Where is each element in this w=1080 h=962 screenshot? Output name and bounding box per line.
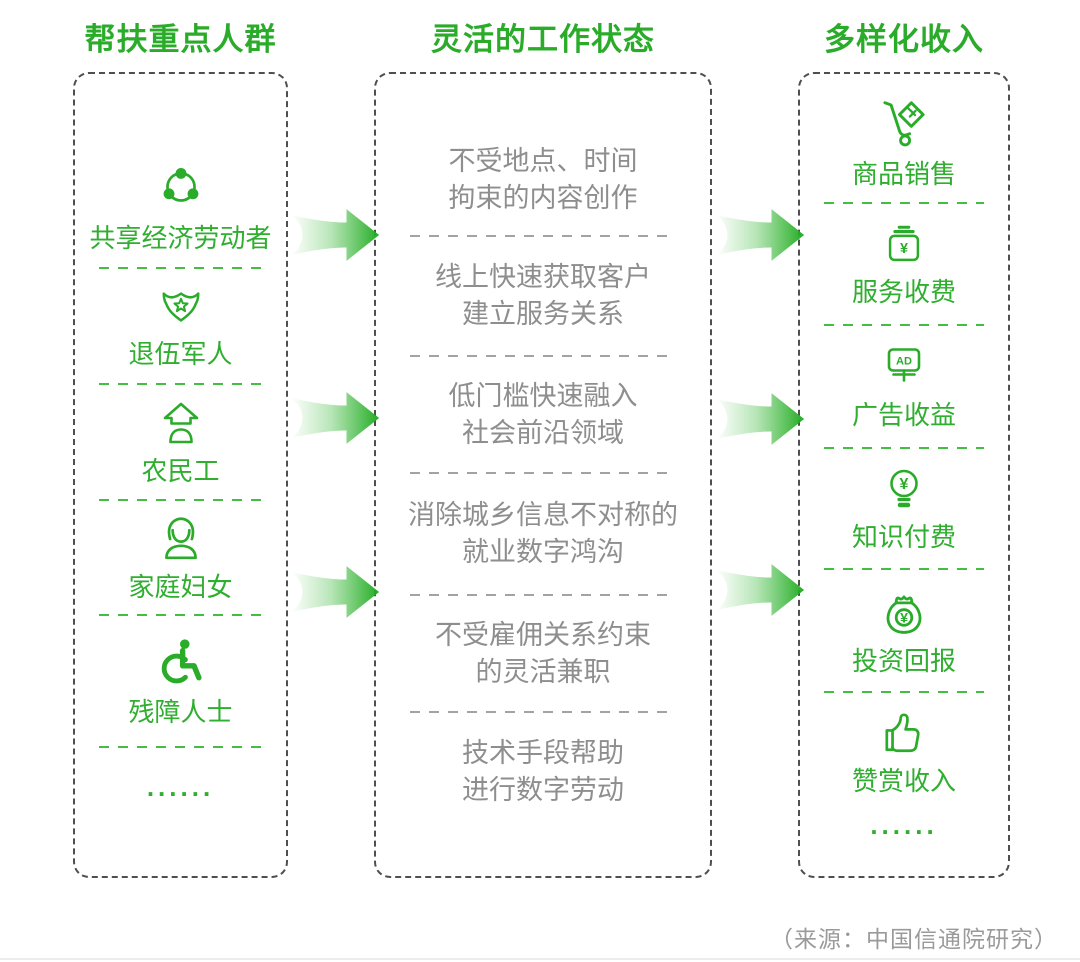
bulb-yen-icon: ¥ [890,469,918,508]
work-state-line: 消除城乡信息不对称的 [408,500,678,530]
income-item-label: 投资回报 [851,646,956,676]
separator [824,202,984,204]
flow-arrow-icon [290,392,380,444]
left-column-title: 帮扶重点人群 [84,22,277,57]
work-state-line: 低门槛快速融入 [448,380,638,411]
income-item-ads: AD 广告收益 [800,326,1008,447]
income-item-label: 商品销售 [851,158,956,189]
separator [99,499,262,501]
separator [410,472,676,474]
work-state-line: 就业数字鸿沟 [462,537,624,567]
yen-glyph: ¥ [900,609,908,625]
work-state-item: 不受雇佣关系约束 的灵活兼职 [376,596,710,711]
group-item-migrant-worker: 农民工 [75,385,286,499]
right-column-box: 商品销售 ¥ 服务收费 AD 广告收益 [798,72,1010,878]
group-item-label: 家庭妇女 [128,572,233,602]
separator [410,711,676,713]
income-item-service: ¥ 服务收费 [800,204,1008,324]
separator [824,568,984,570]
separator [99,267,262,269]
income-item-investment: ¥ 投资回报 [800,570,1008,691]
source-note: （来源：中国信通院研究） [770,926,1058,952]
flow-arrow-icon [715,564,805,616]
migrant-worker-icon [163,402,198,443]
right-column-title: 多样化收入 [824,22,984,57]
work-state-line: 的灵活兼职 [475,656,611,687]
middle-column-title: 灵活的工作状态 [431,22,655,57]
money-bag-icon: ¥ [886,595,922,634]
work-state-line: 社会前沿领域 [462,417,624,448]
cash-box-icon: ¥ [888,225,920,261]
group-item-housewife: 家庭妇女 [75,501,286,614]
yen-glyph: ¥ [900,241,908,257]
middle-column-box: 不受地点、时间 拘束的内容创作 线上快速获取客户 建立服务关系 低门槛快速融入 … [374,72,712,878]
income-item-label: 服务收费 [851,276,956,307]
ellipsis-dots: ...... [146,772,215,802]
separator [410,594,676,596]
yen-glyph: ¥ [900,476,909,493]
work-state-item: 技术手段帮助 进行数字劳动 [376,713,710,876]
wheelchair-icon [161,638,202,683]
sharing-economy-icon [163,167,198,202]
housewife-icon [164,517,197,560]
income-item-goods: 商品销售 [800,74,1008,202]
income-item-label: 广告收益 [851,400,956,430]
left-column-box: 共享经济劳动者 退伍军人 农民工 家庭妇女 [73,72,288,878]
group-item-label: 共享经济劳动者 [89,223,272,253]
work-state-line: 不受雇佣关系约束 [435,619,651,650]
separator [410,235,676,237]
work-state-line: 拘束的内容创作 [448,183,638,213]
separator [99,383,262,385]
flow-arrow-icon [290,209,380,261]
ad-glyph: AD [896,356,912,368]
group-item-label: 农民工 [141,455,220,486]
flow-arrow-icon [290,566,380,618]
group-item-disabled: 残障人士 [75,616,286,746]
separator [824,324,984,326]
separator [99,746,262,748]
work-state-line: 建立服务关系 [462,299,624,329]
veteran-badge-icon [162,291,199,322]
separator [99,614,262,616]
income-item-label: 赞赏收入 [851,766,956,796]
flow-arrow-icon [715,393,805,445]
thumbs-up-icon [885,713,920,753]
group-item-veteran: 退伍军人 [75,269,286,383]
separator [824,691,984,693]
flow-arrow-icon [715,209,805,261]
group-item-label: 退伍军人 [128,338,233,369]
ad-board-icon: AD [887,348,921,382]
work-state-line: 进行数字劳动 [462,775,624,805]
hand-truck-icon [883,100,925,146]
work-state-line: 不受地点、时间 [448,146,638,176]
income-item-label: 知识付费 [851,522,956,552]
separator [824,447,984,449]
ellipsis-dots: ...... [870,810,938,840]
work-state-item: 消除城乡信息不对称的 就业数字鸿沟 [376,474,710,594]
income-item-knowledge: ¥ 知识付费 [800,449,1008,568]
group-item-more: ...... [75,748,286,876]
bottom-divider [0,958,1080,960]
separator [410,355,676,357]
work-state-line: 技术手段帮助 [462,738,624,768]
work-state-item: 低门槛快速融入 社会前沿领域 [376,357,710,472]
group-item-sharing-economy: 共享经济劳动者 [75,74,286,267]
work-state-line: 线上快速获取客户 [435,262,651,292]
group-item-label: 残障人士 [128,696,233,727]
work-state-item: 线上快速获取客户 建立服务关系 [376,237,710,355]
work-state-item: 不受地点、时间 拘束的内容创作 [376,74,710,235]
income-item-tips: 赞赏收入 ...... [800,693,1008,876]
